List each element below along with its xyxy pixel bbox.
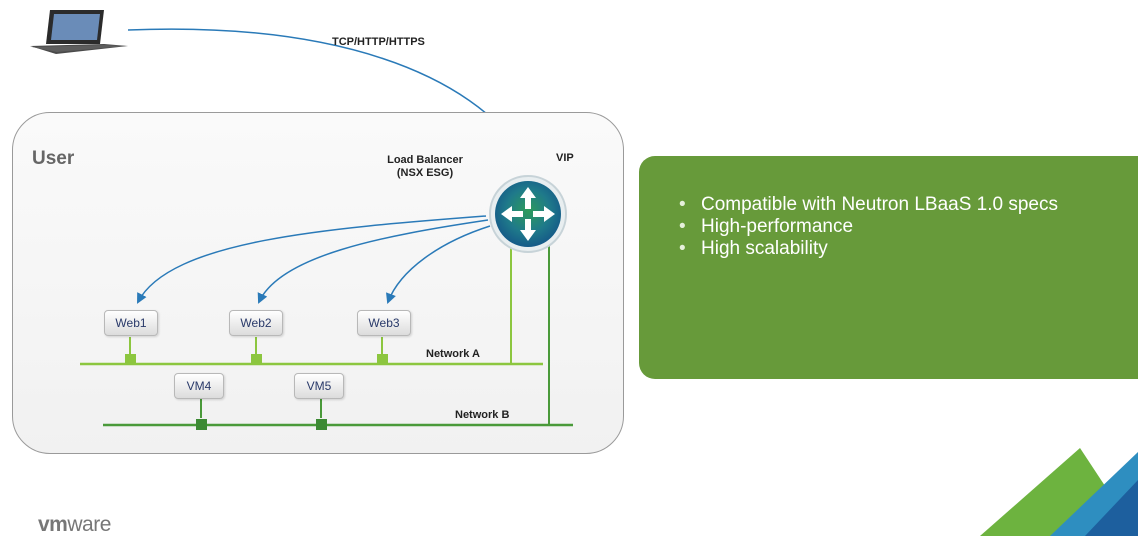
port-vm4 (196, 419, 207, 430)
load-balancer-icon (489, 175, 567, 253)
lb-arrow-web3 (386, 225, 491, 304)
features-callout: Compatible with Neutron LBaaS 1.0 specs … (639, 156, 1138, 379)
port-web2 (251, 354, 262, 365)
network-a-label: Network A (426, 348, 480, 360)
feature-item: High scalability (679, 238, 1138, 260)
vm-box-web1: Web1 (104, 310, 158, 336)
load-balancer-label-line2: (NSX ESG) (396, 167, 454, 179)
vm-box-web2: Web2 (229, 310, 283, 336)
features-list: Compatible with Neutron LBaaS 1.0 specs … (679, 194, 1138, 260)
protocol-label: TCP/HTTP/HTTPS (332, 36, 425, 48)
vip-label: VIP (556, 152, 574, 164)
load-balancer-label: Load Balancer (NSX ESG) (360, 154, 490, 180)
feature-item: Compatible with Neutron LBaaS 1.0 specs (679, 194, 1138, 216)
load-balancer-label-line1: Load Balancer (387, 154, 463, 166)
network-b-label: Network B (455, 409, 510, 421)
vm-box-vm4: VM4 (174, 373, 224, 399)
vmware-logo: vmware (38, 513, 111, 537)
corner-decoration (980, 448, 1138, 536)
vm-box-vm5: VM5 (294, 373, 344, 399)
user-label: User (32, 148, 75, 169)
feature-item: High-performance (679, 216, 1138, 238)
lb-arrow-web1 (137, 215, 487, 304)
lb-arrow-web2 (257, 219, 489, 304)
laptop-icon (30, 10, 128, 54)
port-web1 (125, 354, 136, 365)
logo-bold: vm (38, 513, 68, 536)
logo-light: ware (67, 513, 111, 536)
port-web3 (377, 354, 388, 365)
vm-box-web3: Web3 (357, 310, 411, 336)
port-vm5 (316, 419, 327, 430)
